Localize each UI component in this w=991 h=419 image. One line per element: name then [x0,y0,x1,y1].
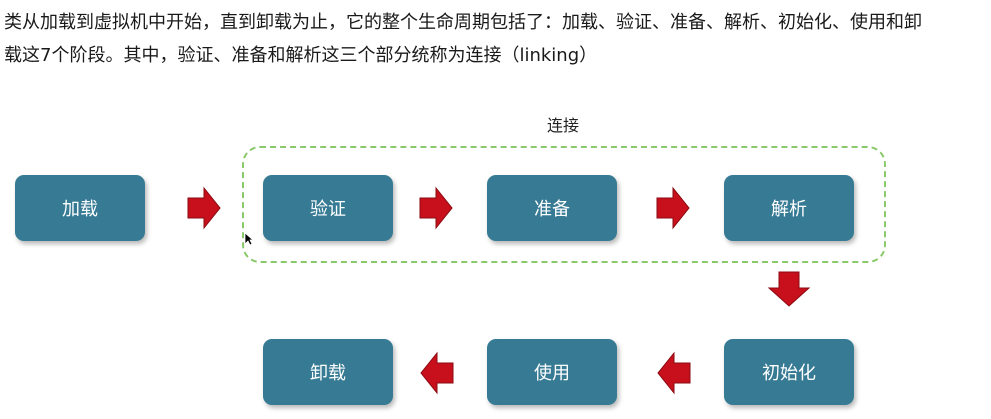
arrow-resolve-to-initialize [767,271,811,307]
arrow-use-to-unload [420,351,454,395]
stage-prepare: 准备 [487,175,617,241]
mouse-cursor-icon [244,232,254,246]
paragraph-line-2: 载这7个阶段。其中，验证、准备和解析这三个部分统称为连接（linking） [4,45,598,66]
arrow-verify-to-prepare [419,186,453,230]
stage-verify: 验证 [263,175,393,241]
linking-group-box [242,146,886,263]
linking-group-label: 连接 [546,116,579,135]
arrow-initialize-to-use [657,351,691,395]
intro-paragraph: 类从加载到虚拟机中开始，直到卸载为止，它的整个生命周期包括了：加载、验证、准备、… [4,6,986,72]
paragraph-line-1: 类从加载到虚拟机中开始，直到卸载为止，它的整个生命周期包括了：加载、验证、准备、… [4,12,922,33]
stage-initialize: 初始化 [724,339,854,405]
stage-use: 使用 [487,339,617,405]
stage-load: 加载 [15,175,145,241]
arrow-load-to-verify [187,186,221,230]
stage-resolve: 解析 [724,175,854,241]
stage-unload: 卸载 [263,339,393,405]
arrow-prepare-to-resolve [656,186,690,230]
